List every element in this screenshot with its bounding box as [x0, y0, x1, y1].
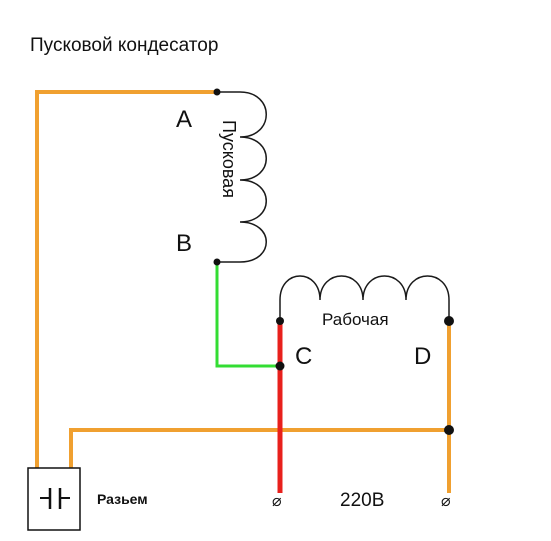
junction-nodes: [213, 88, 454, 435]
label-connector: Разьем: [97, 491, 148, 507]
node-d: [444, 316, 454, 326]
label-terminal-c: C: [295, 343, 312, 370]
label-terminal-b: B: [176, 230, 192, 257]
wire-connector-to-d-node: [69, 428, 449, 468]
node-c-top: [276, 317, 284, 325]
connector-capacitor: [27, 467, 81, 531]
orange-wires: [35, 90, 451, 493]
diagram-title: Пусковой кондесатор: [30, 35, 218, 56]
label-voltage: 220В: [340, 490, 384, 511]
node-a: [213, 88, 221, 96]
label-terminal-d: D: [414, 343, 431, 370]
label-start-winding: Пусковая: [219, 120, 239, 198]
node-c: [275, 361, 285, 371]
start-winding-coil: [217, 91, 267, 263]
label-terminal-a: A: [176, 106, 192, 133]
node-d-bottom: [444, 425, 454, 435]
node-b: [213, 258, 221, 266]
run-winding-coil: [279, 275, 450, 320]
label-run-winding: Рабочая: [322, 310, 389, 329]
power-terminal-left: ⌀: [272, 493, 282, 510]
wire-connector-to-a: [35, 90, 217, 468]
wire-b-to-c: [215, 262, 280, 368]
power-terminal-right: ⌀: [441, 493, 451, 510]
